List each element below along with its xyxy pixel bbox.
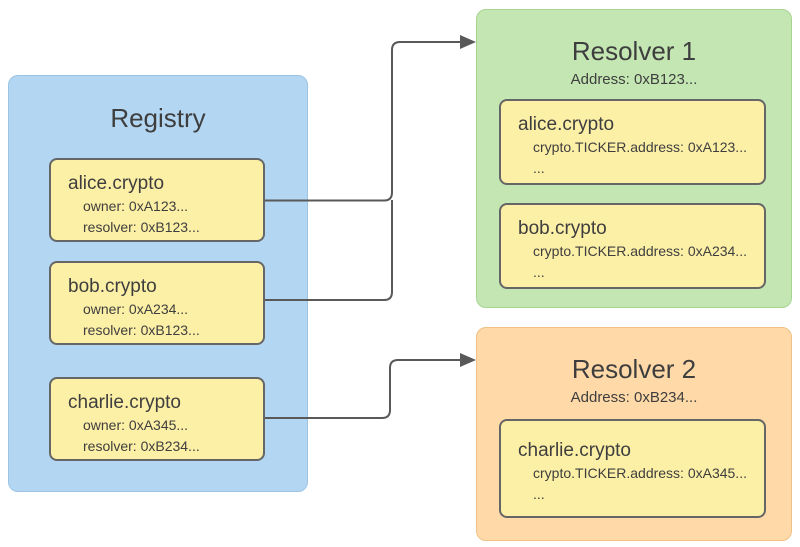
resolver1-record-alice: alice.crypto crypto.TICKER.address: 0xA1… (499, 99, 766, 185)
record-name: bob.crypto (68, 276, 157, 297)
record-ticker-line: crypto.TICKER.address: 0xA234... (533, 243, 747, 259)
resolver1-record-bob: bob.crypto crypto.TICKER.address: 0xA234… (499, 203, 766, 289)
resolver2-title: Resolver 2 (571, 354, 697, 384)
resolver1-title: Resolver 1 (571, 36, 697, 66)
registry-title: Registry (110, 103, 206, 133)
record-name: charlie.crypto (518, 440, 631, 461)
record-owner-line: owner: 0xA123... (83, 198, 189, 214)
record-owner-line: owner: 0xA345... (83, 417, 189, 433)
resolver2-record-charlie: charlie.crypto crypto.TICKER.address: 0x… (499, 419, 766, 518)
registry-record-charlie: charlie.crypto owner: 0xA345... resolver… (49, 377, 265, 461)
registry-record-bob: bob.crypto owner: 0xA234... resolver: 0x… (49, 261, 265, 345)
record-name: bob.crypto (518, 218, 607, 239)
record-ticker-line: crypto.TICKER.address: 0xA345... (533, 465, 747, 481)
record-resolver-line: resolver: 0xB123... (83, 219, 200, 235)
record-ellipsis-line: ... (533, 264, 545, 280)
arrowhead-resolver2 (460, 353, 476, 367)
resolver1-address: Address: 0xB123... (570, 71, 698, 88)
registry-record-alice: alice.crypto owner: 0xA123... resolver: … (49, 158, 265, 242)
arrowhead-resolver1 (460, 35, 476, 49)
resolver2-address: Address: 0xB234... (570, 389, 698, 406)
record-ellipsis-line: ... (533, 486, 545, 502)
record-resolver-line: resolver: 0xB234... (83, 438, 200, 454)
record-ticker-line: crypto.TICKER.address: 0xA123... (533, 139, 747, 155)
record-name: alice.crypto (68, 173, 165, 194)
record-ellipsis-line: ... (533, 160, 545, 176)
record-name: alice.crypto (518, 114, 615, 135)
record-owner-line: owner: 0xA234... (83, 301, 189, 317)
record-resolver-line: resolver: 0xB123... (83, 322, 200, 338)
record-name: charlie.crypto (68, 392, 181, 413)
